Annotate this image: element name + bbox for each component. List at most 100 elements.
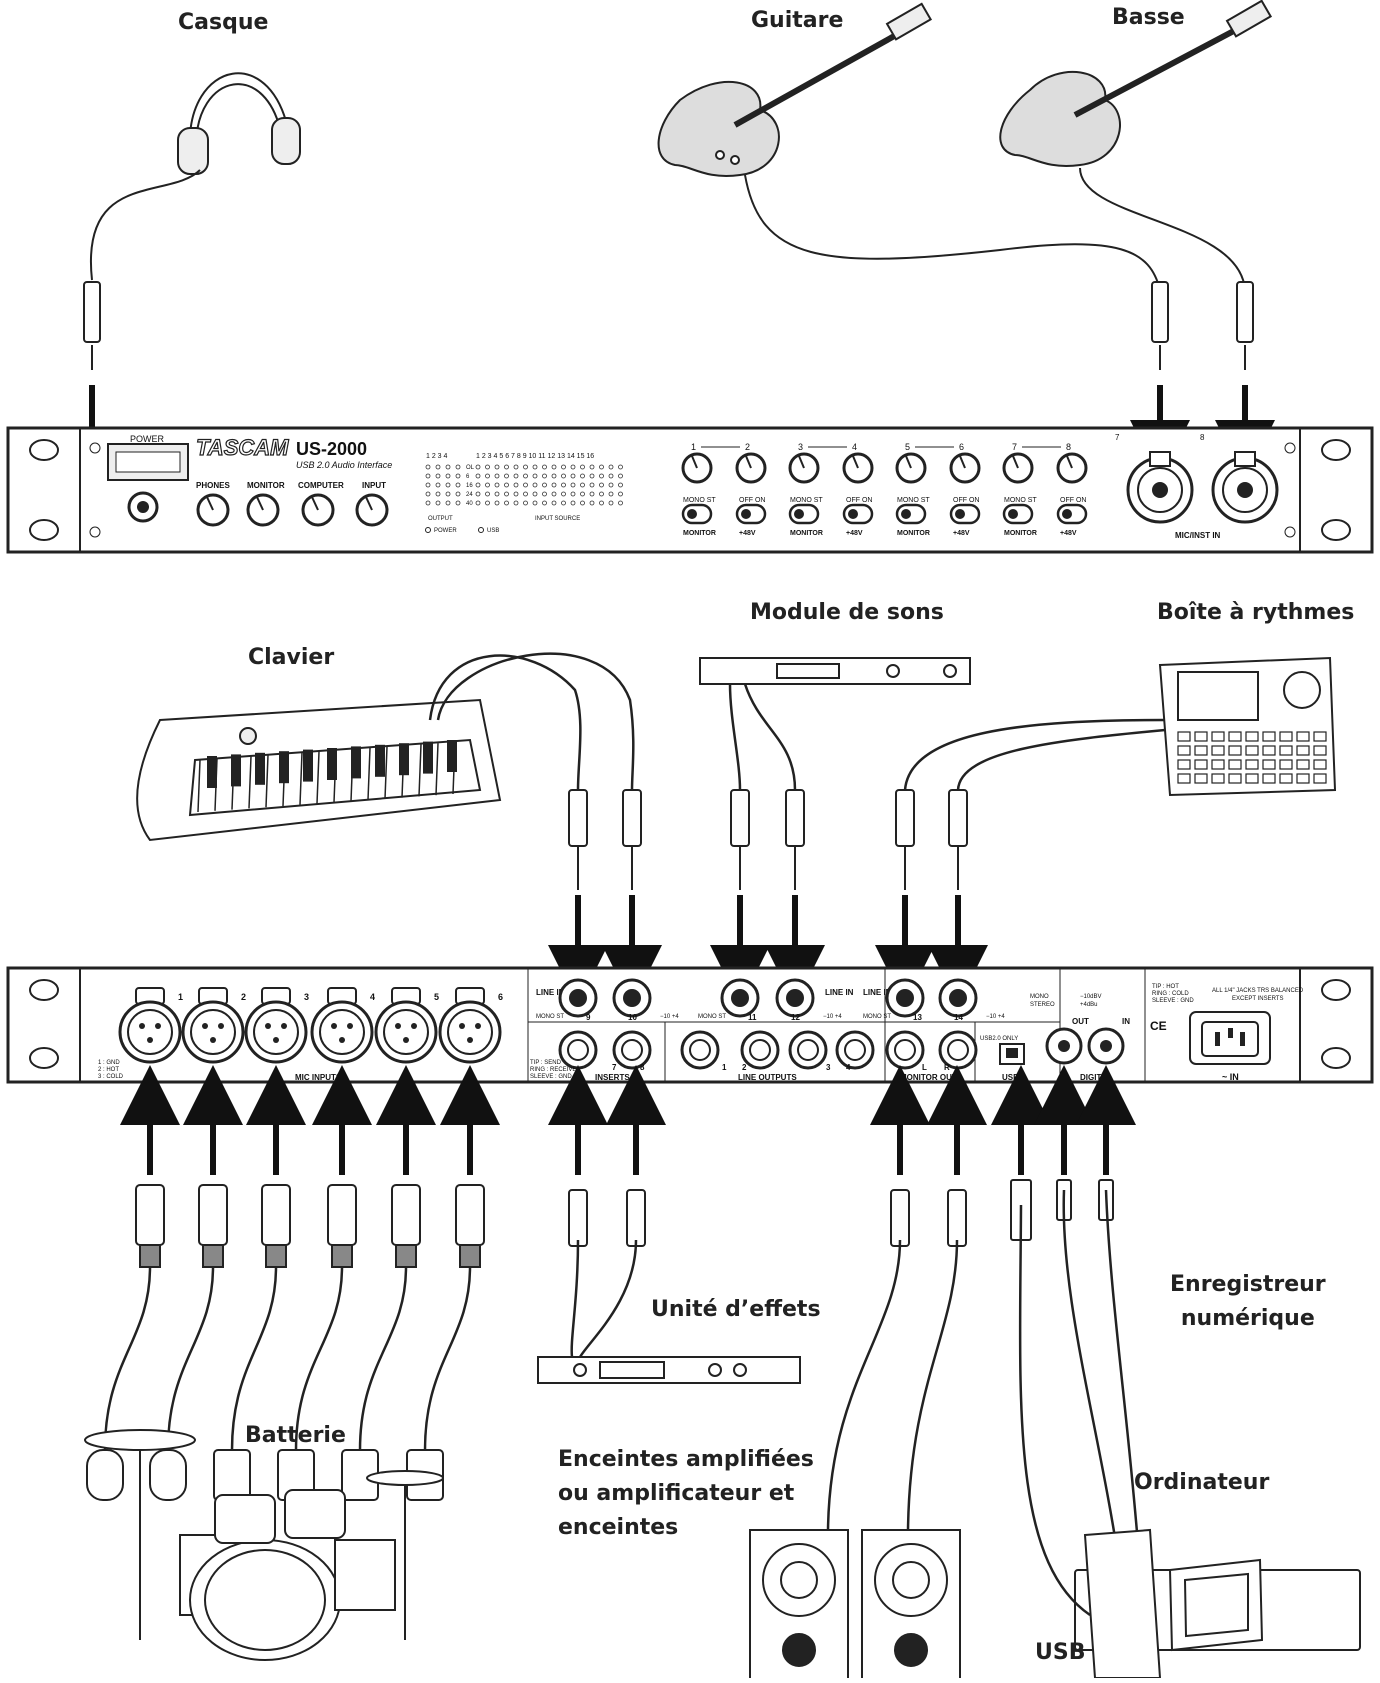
monitor-label: MONITOR [1004,530,1037,537]
headphone-cable [91,170,200,280]
combo-number: 8 [1200,433,1205,442]
drum-machine-icon [1160,658,1335,795]
jack-plug [731,790,749,846]
phantom-label: +48V [953,530,970,537]
mic-input-number: 1 [178,992,183,1002]
knob-label-phones: PHONES [196,481,230,490]
jack-plug [627,1190,645,1246]
mono-st-label: MONO ST [683,497,716,504]
drum-machine-cable-a [905,720,1165,790]
level-label: −10 +4 [660,1014,679,1020]
microphone-icon [214,1450,250,1500]
label-ordinateur: Ordinateur [1134,1470,1269,1495]
speaker-cable-r [908,1240,957,1530]
speaker-cable-l [828,1240,900,1530]
label-boite: Boîte à rythmes [1157,600,1354,625]
keyboard-icon [137,700,500,840]
module-cable-b [745,684,795,790]
meter-input-nums: 1 2 3 4 5 6 7 8 9 10 11 12 13 14 15 16 [476,453,594,460]
recorder-cable-a [1064,1190,1120,1570]
off-on-label: OFF ON [1060,497,1086,504]
level-4dbu-label: +4dBu [1080,1002,1098,1008]
mic-input-number: 4 [370,992,375,1002]
insert-pinout-1: TIP : SEND [530,1060,562,1066]
mono-label: MONO [1030,994,1049,1000]
channel-number: 7 [1012,442,1017,452]
line-in-number: 12 [791,1013,800,1022]
jack-plug [896,790,914,846]
headphones-icon [178,73,300,174]
level-10dbv-label: −10dBV [1080,994,1102,1000]
insert-pinout-2: RING : RECEIVE [530,1067,576,1073]
line-output-number: 1 [722,1063,727,1072]
phantom-label: +48V [1060,530,1077,537]
line-in-number: 10 [628,1013,637,1022]
jack-plug [948,1190,966,1246]
channel-number: 8 [1066,442,1071,452]
model-name: US-2000 [296,439,367,459]
monitor-lr-label: L [922,1063,927,1072]
trs-note-1: TIP : HOT [1152,984,1179,990]
speakers-icon [750,1530,960,1678]
line-output-number: 4 [846,1063,851,1072]
level-label: −10 +4 [986,1014,1005,1020]
mono-st-label: MONO ST [897,497,930,504]
model-subtitle: USB 2.0 Audio Interface [296,460,392,470]
microphone-icon [87,1450,123,1500]
monitor-lr-label: R [944,1063,950,1072]
mic-input-number: 5 [434,992,439,1002]
input-source-label: INPUT SOURCE [535,516,580,522]
xlr-plug [199,1185,227,1245]
channel-number: 3 [798,442,803,452]
trs-note-3: SLEEVE : GND [1152,998,1194,1004]
label-effets: Unité d’effets [651,1297,821,1322]
xlr-plug [136,1185,164,1245]
monitor-out-label: MONITOR OUT [900,1073,957,1082]
off-on-label: OFF ON [739,497,765,504]
pinout-1: 1 : GND [98,1060,120,1066]
ce-mark: CE [1150,1019,1167,1033]
line-in-label: LINE IN [825,988,854,997]
usb-port-label: USB [1002,1073,1019,1082]
drum-kit-icon [85,1430,443,1660]
label-clavier: Clavier [248,645,334,670]
meter-scale-label: 40 [466,501,473,507]
knob-label-input: INPUT [362,481,386,490]
jack-plug [786,790,804,846]
knob-label-monitor: MONITOR [247,481,285,490]
jack-plug [949,790,967,846]
meter-scale-label: 16 [466,483,473,489]
ac-in-label: ~ IN [1222,1072,1239,1082]
front-plugs [84,282,1253,370]
phantom-label: +48V [739,530,756,537]
jack-plug [623,790,641,846]
mono-st-label: MONO ST [790,497,823,504]
line-in-number: 11 [748,1013,757,1022]
meter-output-nums: 1 2 3 4 [426,453,448,460]
trs-balanced-2: EXCEPT INSERTS [1232,996,1283,1002]
mono-st-label: MONO ST [536,1014,564,1020]
effects-cable-a [572,1240,578,1357]
mic-inputs-label: MIC INPUTS [295,1073,342,1082]
inserts-label: INSERTS [595,1073,630,1082]
trs-note-2: RING : COLD [1152,991,1189,997]
trs-balanced-1: ALL 1/4" JACKS TRS BALANCED [1212,988,1304,994]
front-panel: POWER TASCAM US-2000 USB 2.0 Audio Inter… [8,428,1372,552]
line-outputs-label: LINE OUTPUTS [738,1073,797,1082]
mono-st-label: MONO ST [863,1014,891,1020]
label-module: Module de sons [750,600,944,625]
knob-label-computer: COMPUTER [298,481,344,490]
jack-plug [569,1190,587,1246]
output-label: OUTPUT [428,516,453,522]
label-casque: Casque [178,10,268,35]
microphone-icon [150,1450,186,1500]
mic-input-number: 6 [498,992,503,1002]
digital-in-label: IN [1122,1017,1130,1026]
pinout-3: 3 : COLD [98,1074,124,1080]
pinout-2: 2 : HOT [98,1067,119,1073]
xlr-plug [392,1185,420,1245]
usb-led-label: USB [487,528,499,534]
channel-number: 2 [745,442,750,452]
